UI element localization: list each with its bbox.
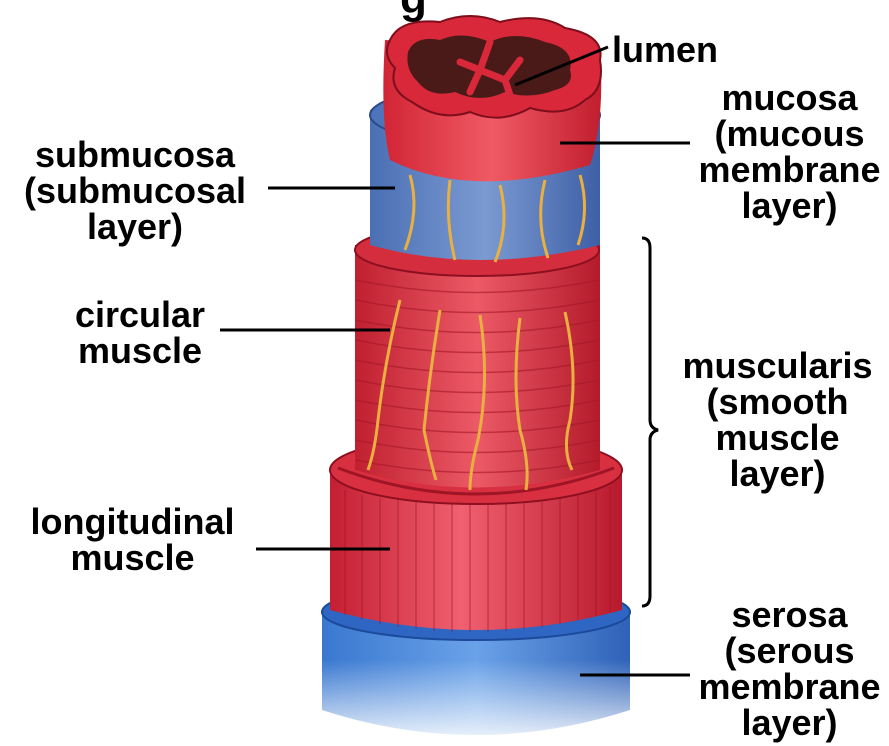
label-submucosa: submucosa (submucosal layer) (0, 137, 270, 245)
muscularis-bracket (642, 238, 658, 606)
label-circular-muscle: circular muscle (40, 297, 240, 369)
label-mucosa: mucosa (mucous membrane layer) (690, 80, 889, 224)
label-lumen: lumen (612, 32, 718, 68)
label-serosa: serosa (serous membrane layer) (690, 597, 889, 741)
mucosa-layer (383, 16, 601, 181)
circular-muscle-layer (355, 224, 600, 490)
label-longitudinal-muscle: longitudinal muscle (15, 504, 250, 576)
label-muscularis: muscularis (smooth muscle layer) (666, 348, 889, 492)
